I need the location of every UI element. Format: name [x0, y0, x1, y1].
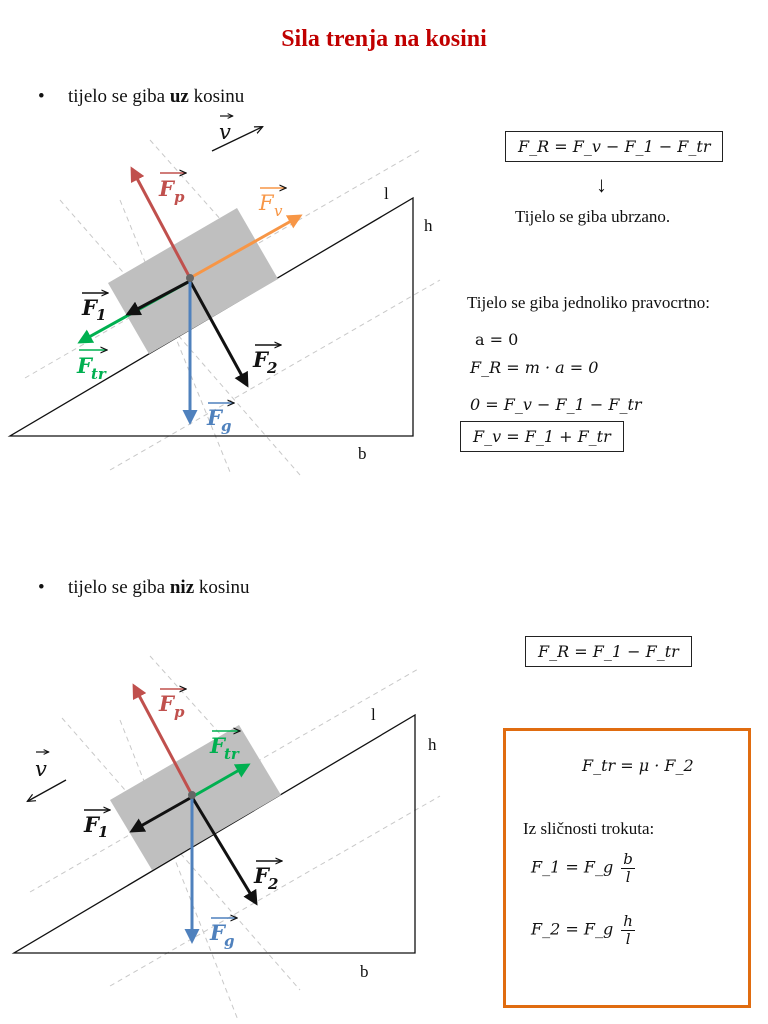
svg-text:1: 1 — [98, 823, 108, 841]
diagram-up-slope: v F p F v F 1 F — [7, 116, 441, 476]
label-Fg: F g — [209, 918, 237, 950]
bullet-text-pre: tijelo se giba — [68, 86, 170, 107]
label-b: b — [358, 444, 367, 463]
svg-text:v: v — [219, 120, 231, 144]
force-arrow-F1 — [129, 795, 193, 833]
label-l: l — [384, 184, 389, 203]
force-arrow-F1 — [125, 279, 191, 316]
velocity-arrow — [28, 779, 67, 801]
svg-text:p: p — [174, 188, 185, 206]
label-F2: F 2 — [252, 345, 281, 377]
down-arrow: ↓ — [596, 172, 607, 197]
label-v: v — [219, 116, 233, 144]
eq-resultant-force-up: F_R = F_v − F_1 − F_tr — [505, 131, 724, 162]
bullet-text-bold: uz — [169, 86, 189, 107]
svg-text:2: 2 — [266, 359, 277, 377]
svg-text:F: F — [206, 405, 224, 430]
svg-text:F: F — [83, 812, 101, 837]
eq-friction: F_tr = μ · F_2 — [582, 756, 694, 775]
svg-text:F: F — [209, 733, 227, 758]
label-Fg: F g — [206, 403, 234, 435]
eq-fr-ma: F_R = m · a = 0 — [470, 358, 599, 377]
svg-text:v: v — [35, 757, 47, 781]
label-Ftr: F tr — [209, 731, 240, 763]
eq-f2-lhs: F_2 = F_g — [531, 919, 614, 939]
label-v: v — [35, 752, 49, 781]
bullet-text-bold: niz — [169, 577, 195, 598]
uniform-motion-text: Tijelo se giba jednoliko pravocrtno: — [467, 293, 711, 312]
svg-text:F: F — [76, 353, 94, 378]
eq-f1-num: b — [621, 850, 635, 869]
label-F1: F 1 — [81, 293, 108, 324]
svg-text:g: g — [221, 417, 232, 435]
eq-a-zero: a = 0 — [475, 330, 519, 349]
label-h: h — [428, 735, 437, 754]
label-Fp: F p — [158, 173, 186, 206]
label-b: b — [360, 962, 369, 981]
svg-text:1: 1 — [96, 306, 106, 324]
page-title: Sila trenja na kosini — [281, 26, 487, 52]
bullet-dot: • — [38, 86, 45, 107]
eq-f1-den: l — [625, 867, 631, 886]
bullet-dot: • — [38, 577, 45, 598]
label-Fp: F p — [158, 689, 186, 721]
center-point — [188, 791, 196, 799]
accel-text: Tijelo se giba ubrzano. — [515, 207, 671, 226]
friction-formula-box: F_tr = μ · F_2 Iz sličnosti trokuta: F_1… — [503, 728, 751, 1008]
label-h: h — [424, 216, 433, 235]
block — [110, 725, 281, 870]
bullet-up-slope: • tijelo se giba uz kosinu — [38, 86, 244, 108]
svg-text:F: F — [253, 863, 271, 888]
label-l: l — [371, 705, 376, 724]
svg-text:p: p — [174, 703, 185, 721]
bullet-text-post: kosinu — [194, 577, 250, 598]
force-arrow-Fp — [132, 683, 194, 796]
center-point — [186, 274, 194, 282]
eq-f1-lhs: F_1 = F_g — [531, 857, 614, 877]
eq-zero-sum: 0 = F_v − F_1 − F_tr — [470, 395, 642, 414]
label-Fv: F v — [258, 188, 286, 220]
bullet-down-slope: • tijelo se giba niz kosinu — [38, 577, 250, 599]
bullet-text-post: kosinu — [188, 86, 245, 107]
eq-fv-result: F_v = F_1 + F_tr — [460, 421, 624, 452]
force-arrow-Fv — [189, 214, 303, 280]
svg-text:2: 2 — [267, 875, 278, 893]
eq-f2-num: h — [621, 912, 635, 931]
velocity-arrow — [211, 127, 262, 152]
svg-text:F: F — [209, 920, 227, 945]
svg-text:F: F — [252, 347, 270, 372]
svg-text:F: F — [158, 176, 176, 201]
svg-text:tr: tr — [224, 745, 240, 763]
dashed-guides — [29, 655, 441, 1021]
diagram-down-slope: v F p F tr F 1 F 2 — [11, 655, 441, 1021]
force-arrow-Ftr — [191, 763, 251, 799]
svg-text:F: F — [158, 691, 176, 716]
eq-resultant-force-down: F_R = F_1 − F_tr — [525, 636, 692, 667]
force-arrow-F2 — [190, 796, 258, 906]
svg-text:v: v — [274, 202, 283, 220]
svg-text:tr: tr — [91, 365, 107, 383]
svg-text:F: F — [81, 295, 99, 320]
eq-f2-den: l — [625, 929, 631, 948]
similarity-text: Iz sličnosti trokuta: — [523, 819, 655, 838]
label-Ftr: F tr — [76, 350, 107, 383]
label-F2: F 2 — [253, 861, 282, 893]
svg-text:g: g — [224, 932, 235, 950]
force-arrow-Fp — [130, 166, 192, 279]
block — [108, 208, 278, 354]
label-F1: F 1 — [83, 810, 110, 841]
bullet-text-pre: tijelo se giba — [68, 577, 170, 598]
force-arrow-F2 — [188, 280, 249, 388]
svg-text:F: F — [258, 191, 275, 215]
